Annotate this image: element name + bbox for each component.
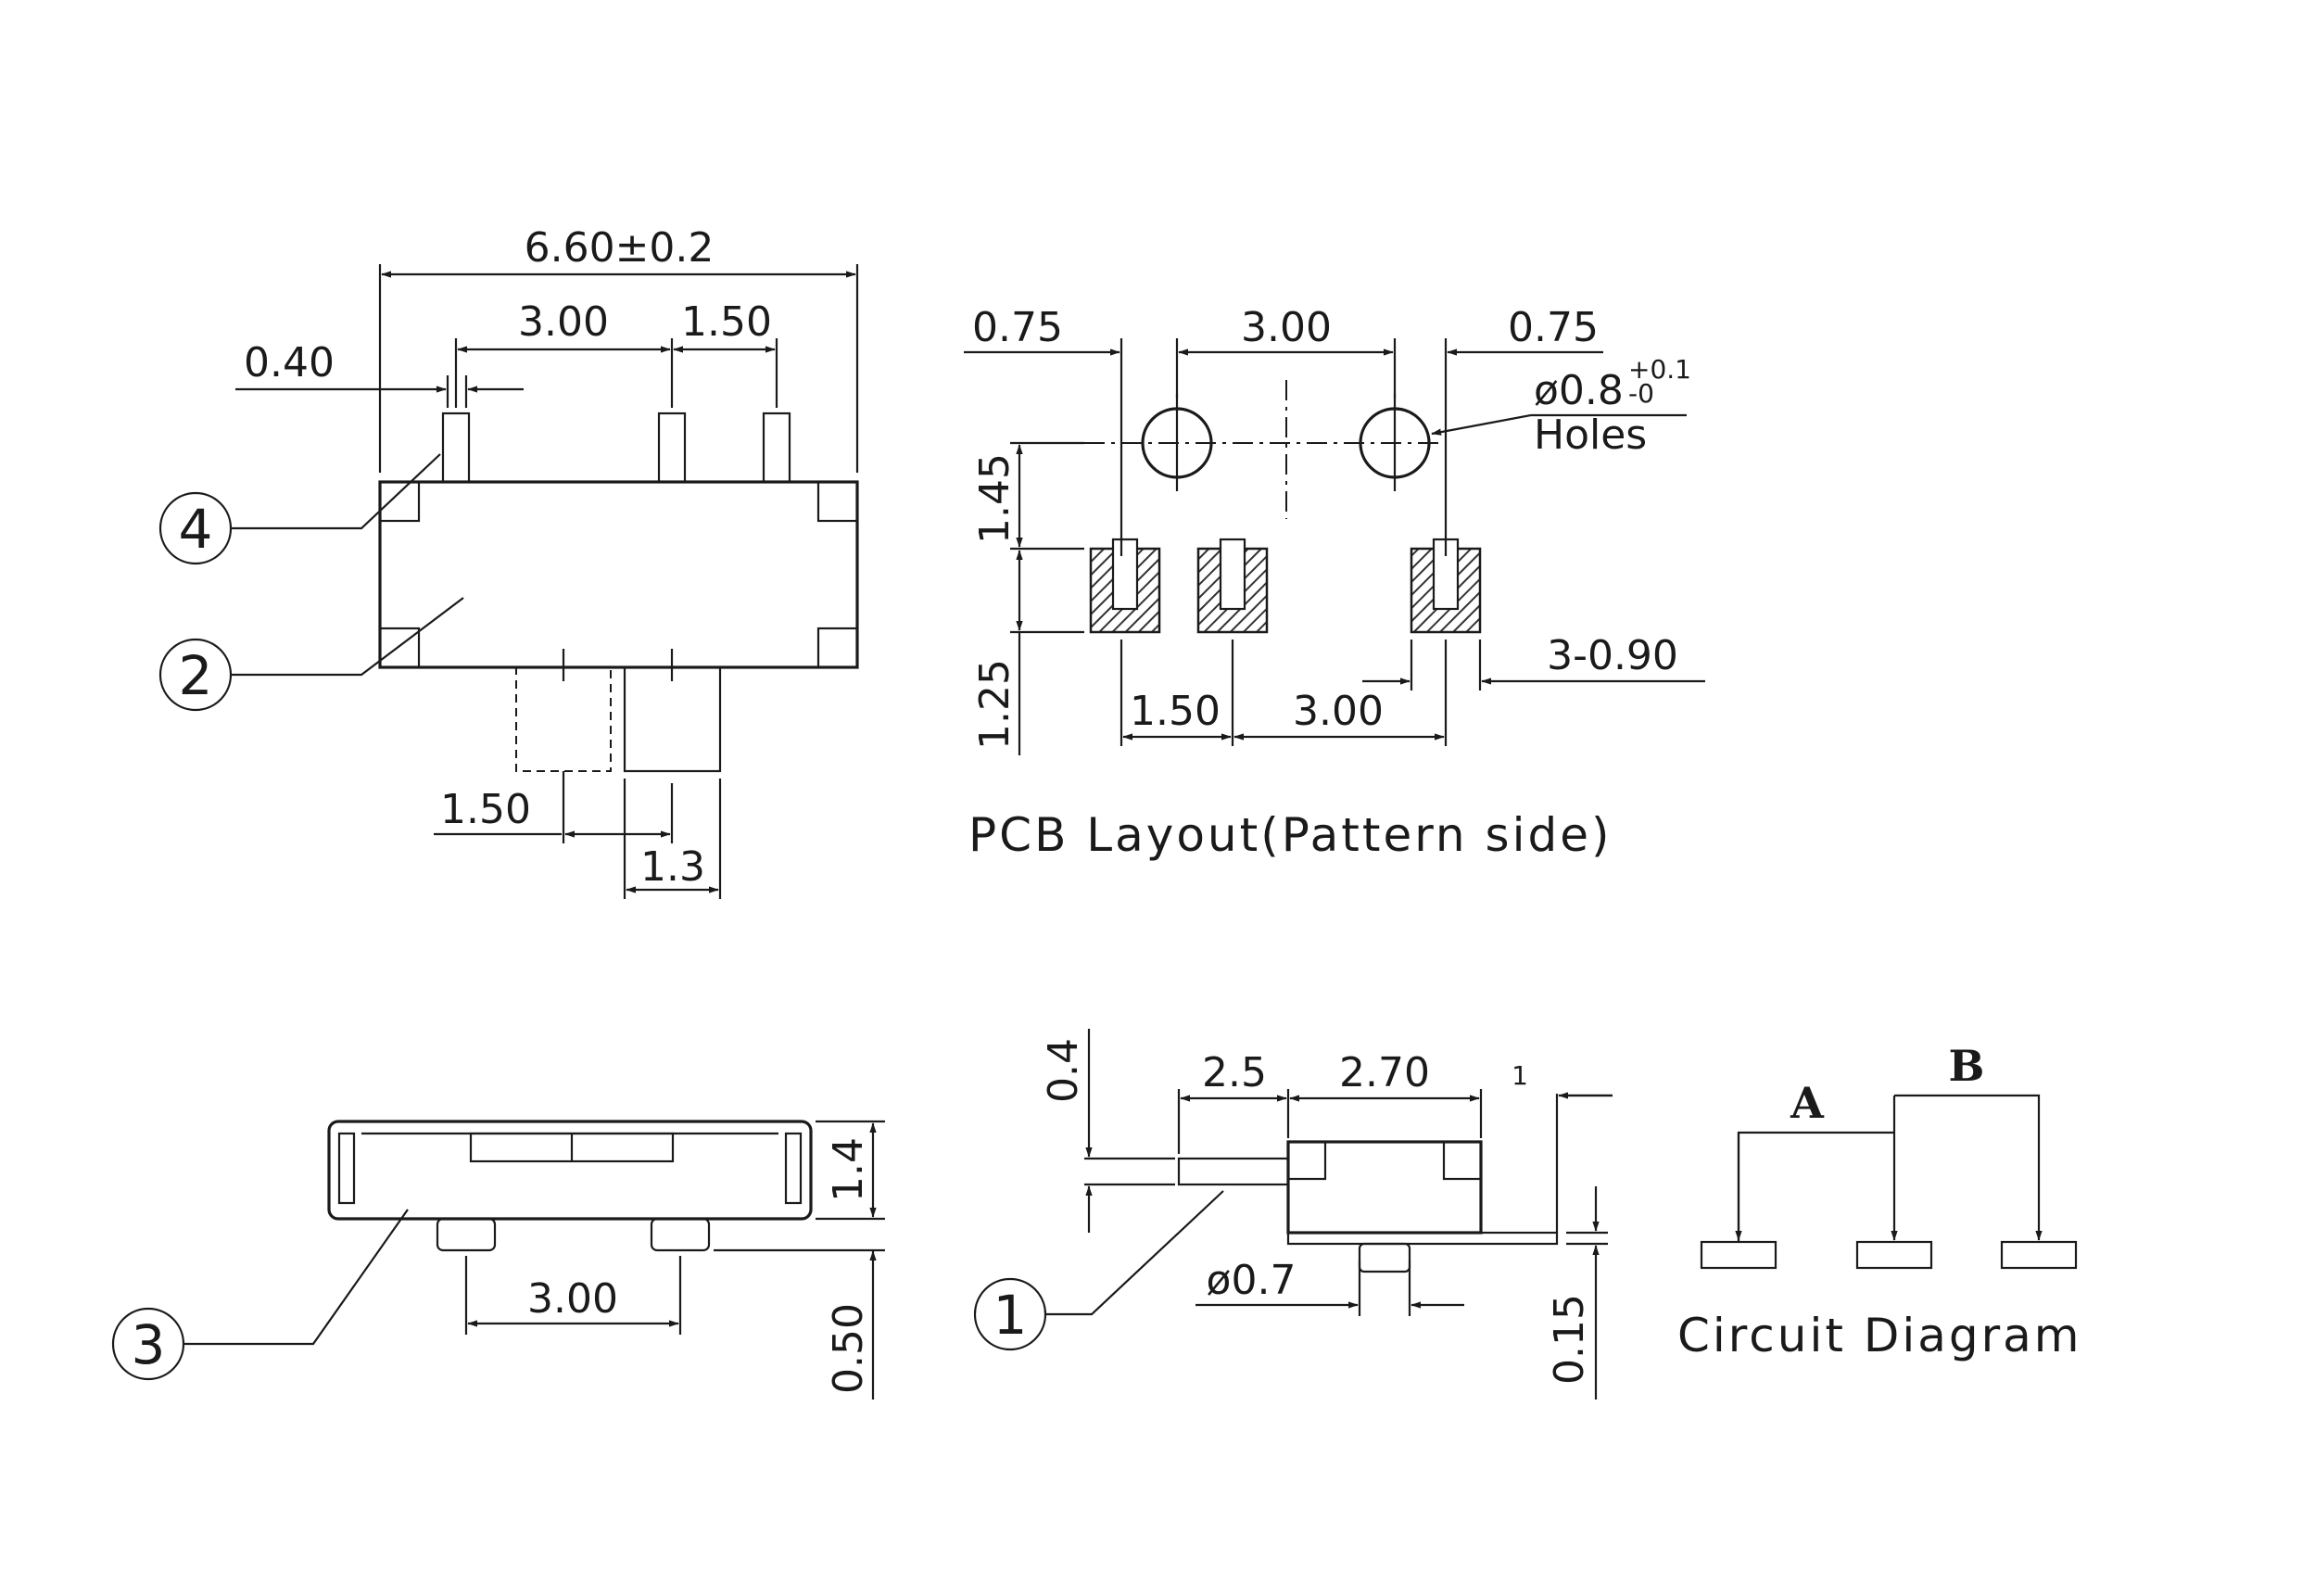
circuit-terminal [1855, 1240, 1933, 1270]
dim-body-height: 1.4 [825, 1137, 872, 1202]
dim-pitch-1-5: 1.50 [681, 298, 772, 346]
hole-note-label: Holes [1534, 412, 1647, 459]
switch-body-outline [378, 480, 859, 669]
circuit-label-a: A [1790, 1078, 1825, 1128]
pcb-layout-caption: PCB Layout(Pattern side) [968, 808, 1612, 862]
side-body-outline [1286, 1140, 1483, 1235]
dim-knob-offset: 0.4 [1040, 1038, 1087, 1103]
dim-pad-height: 1.25 [971, 659, 1018, 750]
callout-2: 2 [179, 644, 213, 707]
corner-tab [378, 480, 421, 523]
corner-tab [378, 627, 421, 669]
leader-line [183, 1209, 409, 1346]
terminal-pin [441, 412, 471, 484]
top-view: 6.60±0.2 3.00 1.50 0.40 1.50 1.3 4 2 [158, 224, 859, 899]
terminal-pin [657, 412, 687, 484]
leader-line [1045, 1190, 1224, 1316]
dim-pad-pitch-1-5: 1.50 [1130, 688, 1221, 735]
terminal-plate [1286, 1231, 1559, 1246]
circuit-terminal [2000, 1240, 2078, 1270]
knob-alt-position [515, 666, 612, 772]
side-tab [784, 1132, 803, 1205]
dim-pad-pitch-3: 3.00 [1293, 688, 1384, 735]
dim-pad-width: 3-0.90 [1547, 632, 1678, 679]
dim-overall-width: 6.60±0.2 [525, 224, 715, 272]
hole-tol-minus: -0 [1628, 378, 1654, 409]
corner-tab [816, 627, 859, 669]
pcb-layout: 0.75 3.00 0.75 ø0.8 +0.1 -0 Holes 1.45 1… [964, 304, 1705, 862]
corner-tab [1442, 1140, 1483, 1181]
dim-row-offset: 1.45 [971, 453, 1018, 544]
dim-pin-width: 0.40 [244, 339, 335, 386]
dim-right-edge: 0.75 [1508, 304, 1599, 351]
leader-line [231, 597, 464, 677]
dim-overall-height: 1 [1512, 1060, 1528, 1091]
circuit-diagram: A B Circuit Diagram [1677, 1041, 2082, 1362]
dim-hole-pitch: 3.00 [1241, 304, 1332, 351]
dim-peg-height: 0.50 [825, 1303, 872, 1394]
dim-peg-pitch: 3.00 [527, 1275, 618, 1323]
front-body-outline [327, 1120, 813, 1221]
leader-line [1431, 413, 1532, 436]
mounting-peg [1358, 1242, 1411, 1273]
circuit-label-b: B [1949, 1041, 1985, 1091]
pad-slot [1219, 538, 1246, 611]
dim-pitch-3: 3.00 [518, 298, 609, 346]
mounting-peg [436, 1217, 497, 1252]
dim-left-edge: 0.75 [972, 304, 1063, 351]
dim-knob-length: 2.5 [1202, 1049, 1267, 1096]
terminal-pin [762, 412, 791, 484]
callout-3: 3 [132, 1313, 166, 1376]
dim-knob-travel: 1.50 [440, 786, 531, 833]
leader-line [231, 453, 441, 530]
callout-4: 4 [179, 498, 213, 561]
mounting-peg [650, 1217, 711, 1252]
dim-terminal-thickness: 0.15 [1546, 1294, 1593, 1385]
slide-knob-side [1177, 1157, 1290, 1186]
hole-tol-plus: +0.1 [1628, 354, 1691, 385]
pad-slot [1111, 538, 1139, 611]
dim-peg-diameter: ø0.7 [1207, 1257, 1297, 1304]
side-view: 2.5 2.70 0.4 1 0.15 ø0.7 1 [973, 1029, 1613, 1400]
hole-diameter: ø0.8 [1534, 367, 1624, 414]
side-tab [337, 1132, 356, 1205]
circuit-wire [1737, 1131, 1894, 1242]
circuit-wire [1894, 1094, 2043, 1241]
circuit-terminal [1700, 1240, 1777, 1270]
corner-tab [816, 480, 859, 523]
callout-1: 1 [993, 1284, 1028, 1347]
dim-body-length: 2.70 [1339, 1049, 1430, 1096]
front-view: 1.4 0.50 3.00 3 [111, 1120, 885, 1400]
dim-knob-width: 1.3 [640, 843, 705, 891]
slide-knob [623, 665, 722, 773]
corner-tab [1286, 1140, 1327, 1181]
circuit-diagram-caption: Circuit Diagram [1677, 1309, 2082, 1362]
